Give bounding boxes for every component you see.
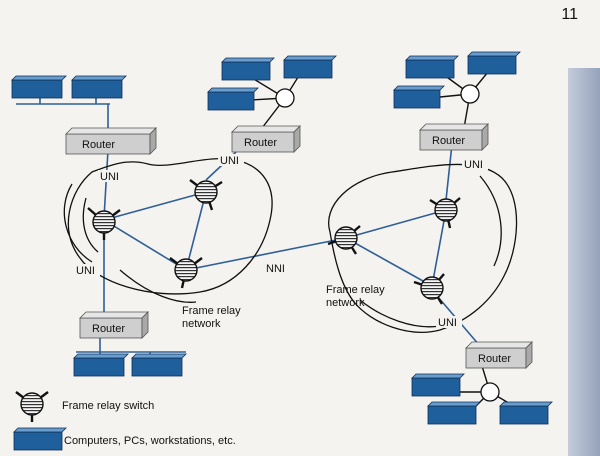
- frame-relay-switch: [327, 225, 361, 255]
- frame-relay-switch: [169, 257, 203, 289]
- computer: [405, 55, 459, 79]
- diagram-labels: Router Router Router Router Router UNI U…: [74, 135, 511, 365]
- right-network-tail: [359, 299, 441, 328]
- router-label: Router: [432, 135, 465, 147]
- computer: [467, 51, 521, 75]
- right-network-boundary: [328, 163, 518, 333]
- computer: [11, 75, 67, 99]
- uni-label: UNI: [220, 155, 239, 167]
- router-top-right: [419, 123, 489, 151]
- uni-label: UNI: [100, 171, 119, 183]
- left-network-tail: [119, 269, 197, 303]
- frame-relay-network-label-line2: network: [182, 318, 221, 330]
- uni-label: UNI: [464, 159, 483, 171]
- network-links: [16, 98, 481, 358]
- network-boundaries: [63, 158, 518, 333]
- switches: [87, 179, 461, 305]
- router-label: Router: [478, 353, 511, 365]
- legend-switch-label: Frame relay switch: [62, 400, 154, 412]
- nni-link: [185, 237, 347, 271]
- left-network-boundary-2: [63, 183, 93, 263]
- hub: [460, 84, 480, 104]
- legend-switch-icon: [15, 391, 49, 422]
- computer: [71, 75, 127, 99]
- computer: [499, 401, 553, 425]
- hub: [275, 88, 295, 108]
- router-top-mid: [231, 125, 301, 153]
- router-label: Router: [82, 139, 115, 151]
- side-bar: [568, 68, 600, 456]
- legend-computer-icon: [13, 427, 67, 451]
- router-top-left: [65, 127, 157, 155]
- computer: [393, 85, 445, 109]
- frame-relay-switch: [429, 197, 461, 229]
- computer: [73, 353, 129, 377]
- routers: [65, 123, 533, 369]
- computers: [11, 51, 553, 425]
- left-network-boundary: [67, 158, 273, 295]
- computer: [411, 373, 465, 397]
- computer: [427, 401, 481, 425]
- uni-label: UNI: [438, 317, 457, 329]
- frame-relay-switch: [87, 207, 121, 240]
- frame-relay-network-label-line2: network: [326, 297, 365, 309]
- computer: [207, 87, 259, 111]
- frame-relay-network-label-line1: Frame relay: [182, 305, 241, 317]
- right-inner-curve: [479, 175, 502, 267]
- hubs: [275, 84, 500, 402]
- frame-relay-switch: [413, 273, 445, 305]
- legend: Frame relay switch Computers, PCs, works…: [13, 391, 236, 451]
- computer: [221, 57, 275, 81]
- computer: [283, 55, 337, 79]
- router-label: Router: [92, 323, 125, 335]
- hub: [480, 382, 500, 402]
- router-bottom-right: [465, 341, 533, 369]
- legend-computers-label: Computers, PCs, workstations, etc.: [64, 435, 236, 447]
- page-number: 11: [561, 6, 578, 23]
- frame-relay-switch: [189, 179, 223, 211]
- router-label: Router: [244, 137, 277, 149]
- frame-relay-network-label-line1: Frame relay: [326, 284, 385, 296]
- nni-label: NNI: [266, 263, 285, 275]
- computer: [131, 353, 187, 377]
- router-bottom-left: [79, 311, 149, 339]
- left-inner-curve: [82, 197, 99, 253]
- uni-label: UNI: [76, 265, 95, 277]
